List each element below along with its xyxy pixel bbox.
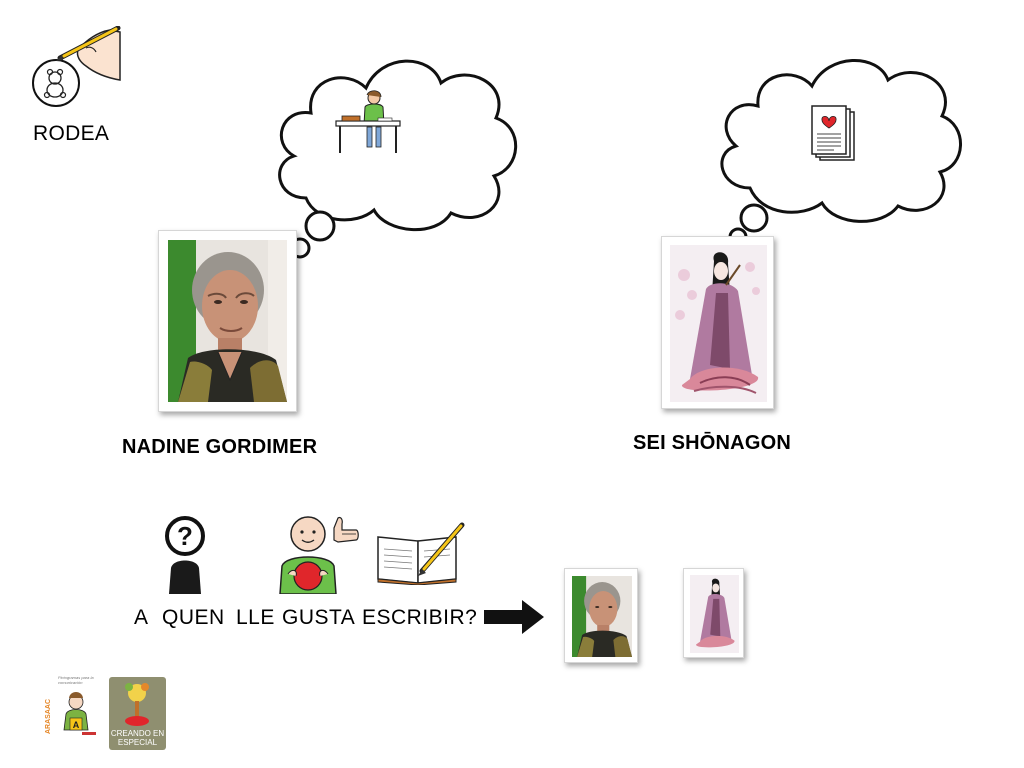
person-name-nadine: NADINE GORDIMER <box>122 436 318 458</box>
hand-drawing-circle-icon <box>32 26 121 107</box>
question-person-icon: ? <box>165 516 205 594</box>
question-word-4: GUSTA <box>282 606 356 629</box>
right-arrow-icon <box>484 600 544 634</box>
person-writing-at-desk-icon <box>335 90 401 153</box>
question-word-2: QUEN <box>162 606 225 629</box>
question-word-3: LLE <box>236 606 275 629</box>
instruction-block: RODEA <box>26 26 126 151</box>
open-book-pencil-icon <box>377 522 465 585</box>
svg-text:?: ? <box>177 521 193 551</box>
arasaac-name-text: ARASAAC <box>45 699 52 734</box>
answer-option-sei[interactable] <box>683 568 744 658</box>
svg-text:A: A <box>73 720 80 730</box>
question-word-5: ESCRIBIR? <box>362 606 478 629</box>
answer-option-nadine[interactable] <box>564 568 638 663</box>
love-letter-pages-icon <box>811 105 855 161</box>
arasaac-logo[interactable]: ARASAAC A Pictogramas para la comunicaci… <box>44 674 100 738</box>
creando-en-especial-logo[interactable]: CREANDO EN ESPECIAL <box>109 677 166 750</box>
sei-shonagon-photo[interactable] <box>661 236 774 409</box>
person-name-sei: SEI SHŌNAGON <box>633 432 791 454</box>
question-word-1: A <box>134 606 149 629</box>
arasaac-tagline: Pictogramas para la comunicación <box>58 675 94 685</box>
nadine-gordimer-photo[interactable] <box>158 230 297 412</box>
instruction-label: RODEA <box>33 122 110 145</box>
like-person-icon <box>279 516 359 594</box>
thought-cloud-left <box>278 59 518 272</box>
creando-logo-text: CREANDO EN ESPECIAL <box>110 729 165 747</box>
